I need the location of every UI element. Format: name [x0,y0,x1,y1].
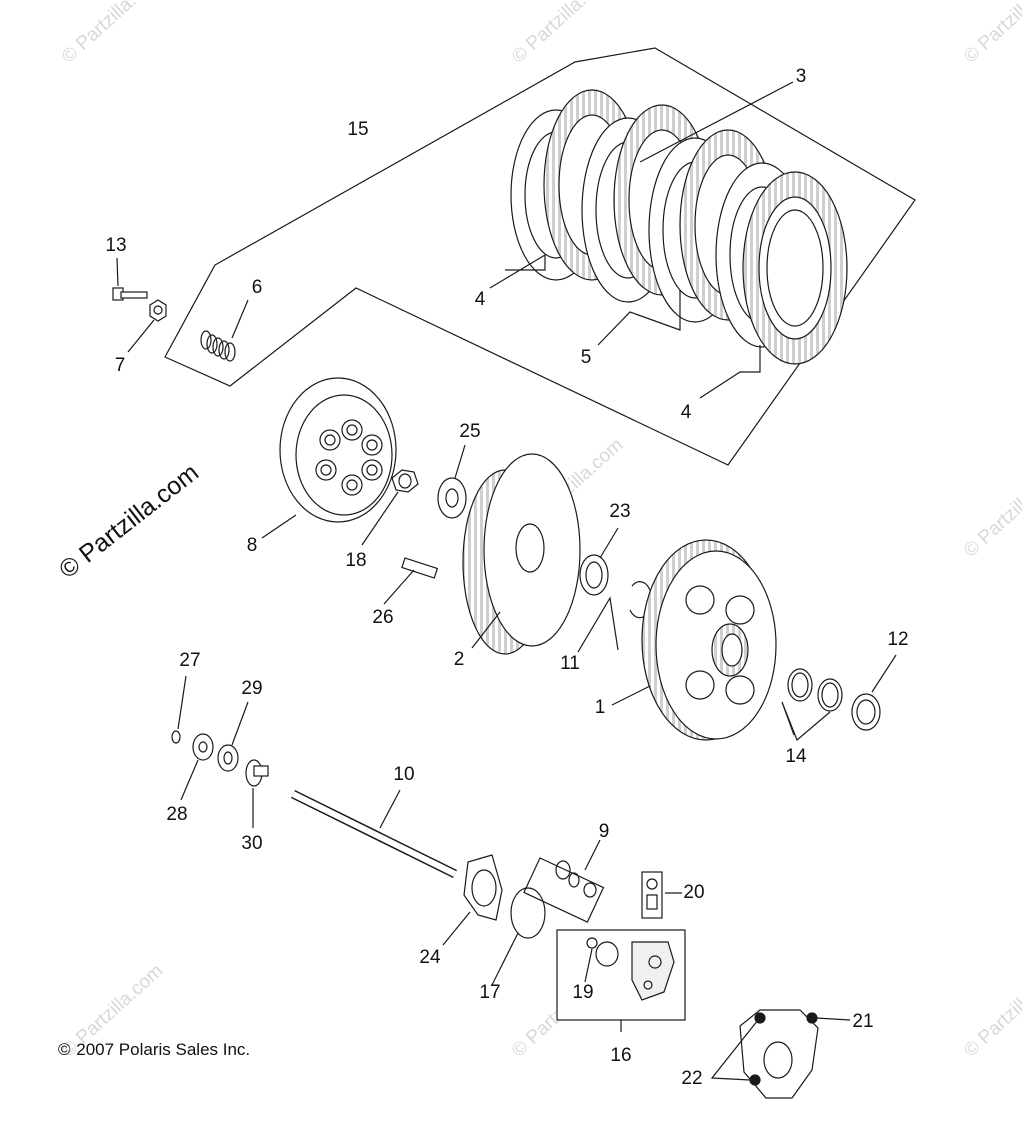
callout-2: 2 [453,649,465,670]
clutch-hub-part [462,453,581,655]
cover-part [739,1009,819,1099]
bleeder-valve-part [641,871,663,919]
callout-19: 19 [572,982,594,1003]
callout-11: 11 [560,653,580,674]
retainer-part [171,730,181,744]
pin-bearing-part [245,759,269,787]
callout-15: 15 [347,119,369,140]
spring-part [200,330,236,362]
callout-22: 22 [681,1068,703,1089]
thrust-washer-part [579,554,609,596]
leader-4-upper [489,253,546,289]
bolt-part [112,287,148,301]
callout-14: 14 [785,746,807,767]
callout-4: 4 [474,289,486,310]
callout-29: 29 [241,678,263,699]
callout-1: 1 [594,697,606,718]
callout-24: 24 [419,947,441,968]
pin-part [401,557,439,579]
callout-3: 3 [795,66,807,87]
copyright-text: 2007 Polaris Sales Inc. [76,1040,251,1059]
o-ring-part [510,887,546,939]
callout-26: 26 [372,607,394,628]
callout-30: 30 [241,833,263,854]
callout-23: 23 [609,501,631,522]
callout-28: 28 [166,804,188,825]
callout-8: 8 [246,535,258,556]
callout-21: 21 [852,1011,874,1032]
pressure-plate-part [279,377,397,523]
callout-25: 25 [459,421,481,442]
cover-assembly-part [556,929,686,1021]
callout-20: 20 [683,882,705,903]
washer-part [851,693,881,731]
clutch-pack-outline [164,47,916,466]
callout-4: 4 [680,402,692,423]
leader-3 [639,81,794,163]
hub-nut-part [391,469,419,493]
leader-5 [597,290,681,346]
copyright-notice: © 2007 Polaris Sales Inc. [58,1040,250,1060]
callout-18: 18 [345,550,367,571]
leader-4-lower [699,345,761,399]
callout-12: 12 [887,629,909,650]
bearing-kit-part [523,857,605,923]
callout-13: 13 [105,235,127,256]
callout-9: 9 [598,821,610,842]
callout-5: 5 [580,347,592,368]
callout-7: 7 [114,355,126,376]
callout-17: 17 [479,982,501,1003]
gasket-part [463,854,503,921]
thrust-washer-part [217,744,239,772]
nut-part [149,299,167,322]
callout-6: 6 [251,277,263,298]
clutch-plate-stack [510,89,848,365]
copyright-symbol: © [58,1040,71,1059]
callout-10: 10 [393,764,415,785]
washer-part [192,733,214,761]
callout-16: 16 [610,1045,632,1066]
callout-27: 27 [179,650,201,671]
outer-clutch-gear-part [641,539,777,741]
